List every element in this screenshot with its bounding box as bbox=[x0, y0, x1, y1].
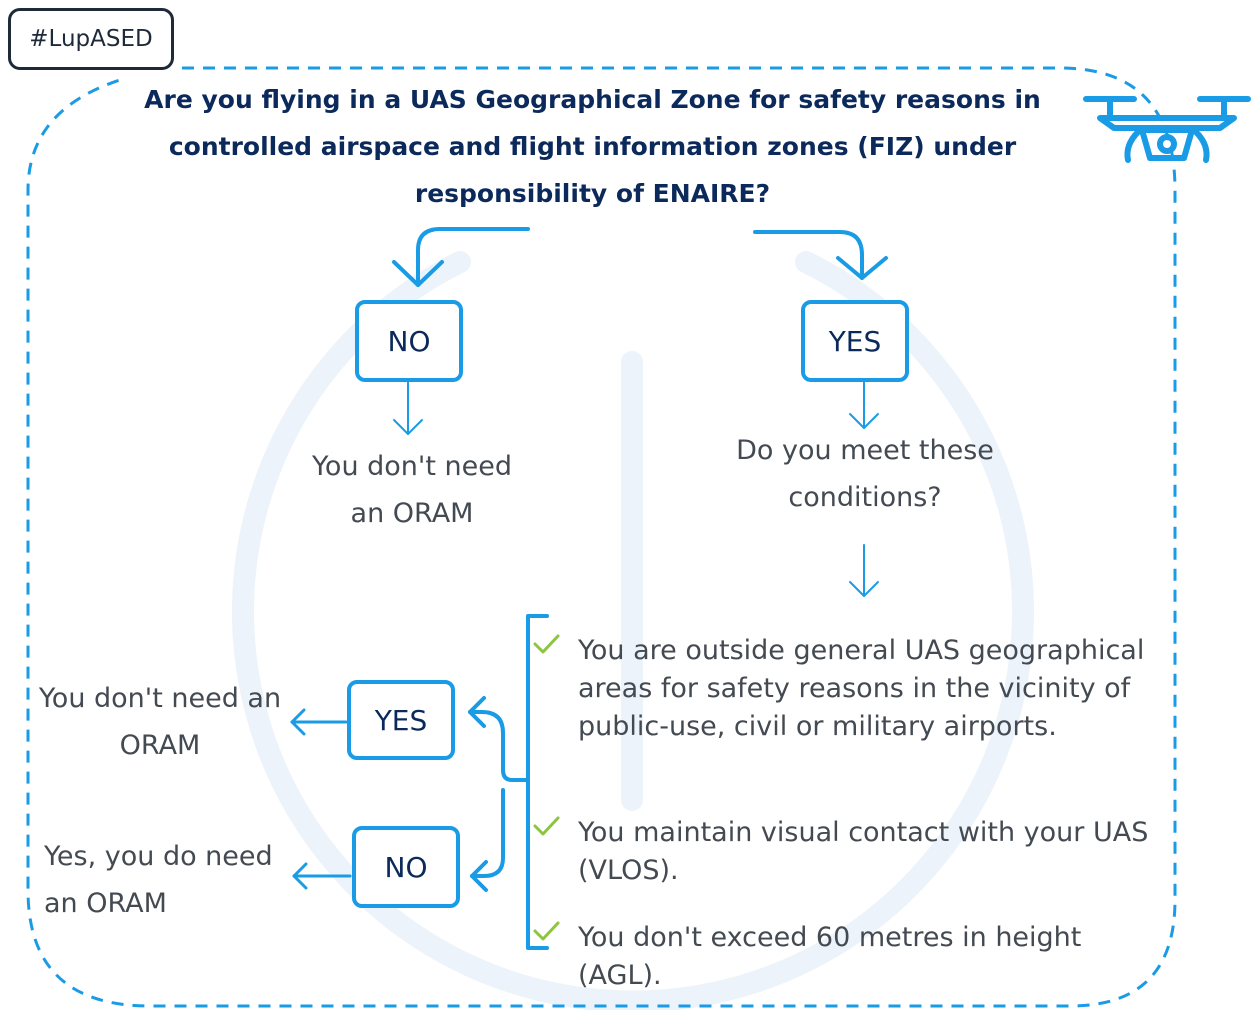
outcome-yes-text: You don't need an ORAM bbox=[38, 683, 282, 761]
arrow-left-icon bbox=[290, 708, 306, 736]
arrow-to-yes bbox=[753, 230, 864, 280]
outcome-no-text: Yes, you do need an ORAM bbox=[44, 841, 273, 919]
check-icon bbox=[533, 921, 560, 941]
check-icon bbox=[533, 634, 560, 654]
arrow-down-icon bbox=[392, 260, 444, 287]
conditions-prompt: Do you meet these conditions? bbox=[736, 435, 994, 513]
arrow-down-icon bbox=[836, 256, 888, 280]
no-result-text: You don't need an ORAM bbox=[312, 451, 512, 529]
conditions-bracket bbox=[526, 614, 549, 950]
arrow-left-icon bbox=[292, 862, 308, 890]
arrow-left-icon bbox=[468, 696, 486, 728]
arrow-down-icon bbox=[393, 419, 423, 435]
hashtag-label: #LupASED bbox=[8, 8, 174, 70]
arrow-to-no bbox=[416, 227, 530, 287]
yes-box: YES bbox=[801, 300, 909, 382]
arrow-down-icon bbox=[849, 413, 879, 429]
condition-item: You don't exceed 60 metres in height (AG… bbox=[578, 922, 1082, 991]
arrow-left-icon bbox=[470, 860, 488, 892]
power-watermark-icon bbox=[232, 251, 1034, 1010]
condition-item: You maintain visual contact with your UA… bbox=[578, 817, 1149, 886]
outcome-yes-box: YES bbox=[347, 680, 455, 760]
no-box: NO bbox=[355, 300, 463, 382]
main-question: Are you flying in a UAS Geographical Zon… bbox=[144, 85, 1041, 208]
condition-item: You are outside general UAS geographical… bbox=[578, 635, 1145, 742]
bracket-branch-yes bbox=[468, 710, 530, 782]
check-icon bbox=[533, 816, 560, 836]
bracket-branch-no bbox=[470, 788, 505, 878]
arrow-down-icon bbox=[849, 581, 879, 597]
outcome-no-box: NO bbox=[352, 826, 460, 908]
drone-icon bbox=[1083, 96, 1251, 163]
